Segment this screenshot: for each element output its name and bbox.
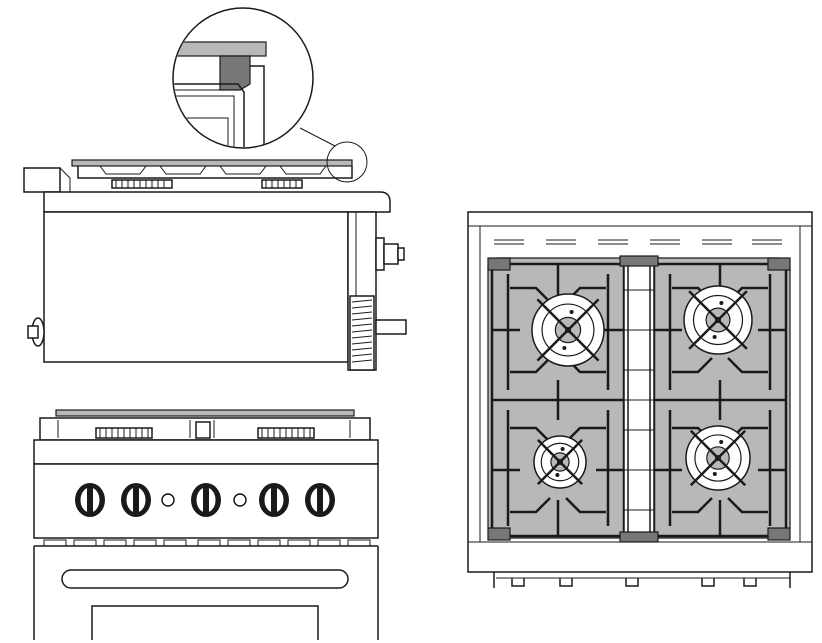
top-view [467,211,813,588]
indicator-light-2 [233,493,247,507]
front-view [33,409,379,640]
top-burners [531,285,753,491]
oven-door-handle [61,569,349,589]
burner-3 [533,435,587,489]
detail-callout-circle [326,141,368,183]
detail-inset [172,7,314,149]
front-indicators [161,493,247,507]
control-knob-2 [121,483,151,517]
control-knob-3 [191,483,221,517]
knob-side-left [27,317,45,347]
control-knob-5 [305,483,335,517]
side-view [23,127,407,371]
burner-1 [531,293,605,367]
vent-strip [34,539,378,547]
indicator-light-1 [161,493,175,507]
front-knobs [75,483,335,517]
side-body [43,211,349,363]
control-knob-1 [75,483,105,517]
backguard-vents [494,239,782,245]
knob-stubs-top-view [493,572,791,588]
burner-4 [685,425,751,491]
knob-side-lower [375,319,407,335]
knob-side-upper [375,237,405,271]
burner-right-side [261,179,303,189]
oven-window [91,605,319,640]
burner-2 [683,285,753,355]
grate-profile [77,165,353,179]
oven-door [33,546,379,640]
front-grate-details [57,420,351,439]
burner-left-side [111,179,173,189]
door-side [349,295,375,371]
control-knob-4 [259,483,289,517]
grate-divider [623,259,655,541]
